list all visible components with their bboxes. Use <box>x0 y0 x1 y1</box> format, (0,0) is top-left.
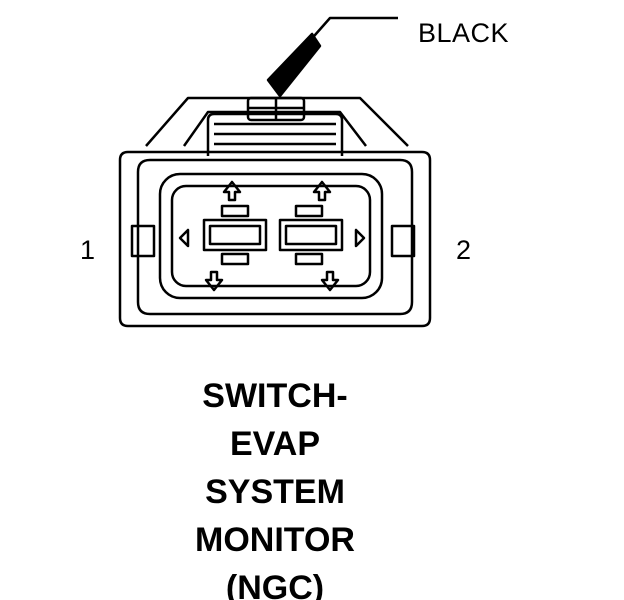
connector-housing-inner <box>136 158 414 316</box>
pin-1-label: 1 <box>80 235 96 265</box>
connector-face-outer <box>158 172 384 300</box>
wire-color-label: BLACK <box>418 18 510 48</box>
pin-2-label: 2 <box>456 235 472 265</box>
callout-leader <box>266 16 398 98</box>
title-line-4: MONITOR <box>195 521 355 559</box>
terminal-slots <box>220 204 324 266</box>
title-line-1: SWITCH- <box>202 377 348 415</box>
keying-arrows <box>178 180 366 292</box>
terminal-pin-2 <box>278 218 344 252</box>
locking-tab <box>145 96 409 156</box>
terminal-pin-1 <box>202 218 268 252</box>
side-rib-left <box>130 224 156 258</box>
connector-face-inner <box>170 184 372 288</box>
connector-housing-outer <box>118 150 432 328</box>
title-line-2: EVAP <box>229 425 321 463</box>
title-line-3: SYSTEM <box>205 473 345 511</box>
title-line-5: (NGC) <box>225 569 325 600</box>
side-rib-right <box>390 224 416 258</box>
component-title: SWITCH- EVAP SYSTEM MONITOR (NGC) <box>170 372 380 600</box>
